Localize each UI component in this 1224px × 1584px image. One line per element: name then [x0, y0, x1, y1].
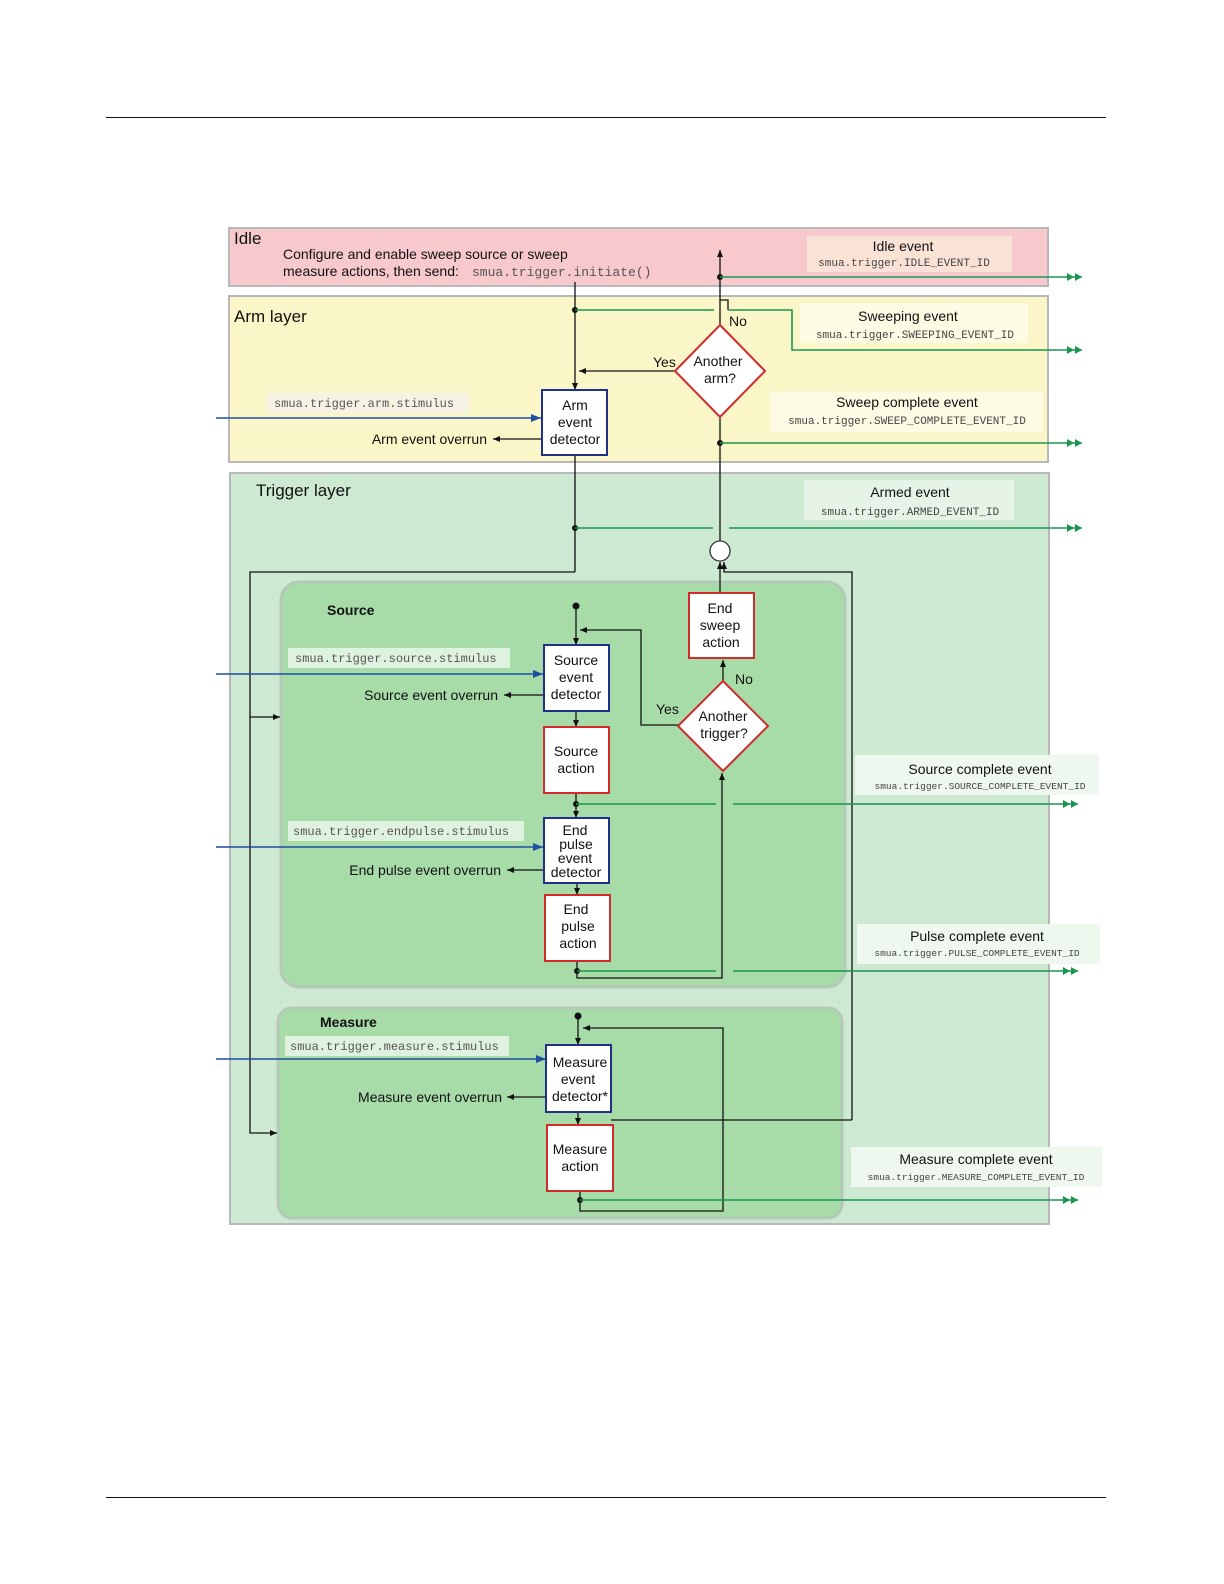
source-action [543, 726, 610, 794]
measure-stimulus-box [285, 1036, 509, 1056]
source-title: Source [327, 602, 375, 618]
idle-desc-line1: Configure and enable sweep source or swe… [283, 246, 568, 262]
arm-event-detector [541, 389, 608, 456]
sweeping-event-id: smua.trigger.SWEEPING_EVENT_ID [816, 330, 1014, 342]
source-complete-event-id: smua.trigger.SOURCE_COMPLETE_EVENT_ID [875, 781, 1086, 792]
measure-detector-line3: detector* [552, 1088, 609, 1104]
measure-overrun-label: Measure event overrun [358, 1089, 502, 1105]
idle-event-name: Idle event [873, 238, 934, 254]
trigger-decision-line1: Another [698, 708, 747, 724]
endpulse-detector-line4: detector [551, 864, 602, 880]
measure-detector-line1: Measure [553, 1054, 608, 1070]
source-event-detector [543, 644, 610, 712]
arm-stimulus-box [267, 393, 469, 413]
end-pulse-action [544, 894, 611, 962]
endpulse-action-line2: pulse [561, 918, 595, 934]
header-rule [106, 117, 1106, 118]
endpulse-action-line1: End [564, 901, 589, 917]
idle-event-box [807, 236, 1012, 272]
sweep-complete-event-box [770, 392, 1043, 432]
another-trigger-decision [676, 679, 770, 773]
source-detector-line2: event [559, 669, 593, 685]
measure-action-line1: Measure [553, 1141, 608, 1157]
source-detector-line3: detector [551, 686, 602, 702]
measure-complete-event-name: Measure complete event [899, 1151, 1052, 1167]
end-sweep-line3: action [702, 634, 739, 650]
measure-detector-line2: event [561, 1071, 595, 1087]
trigger-no-label: No [735, 671, 753, 687]
sweep-complete-event-name: Sweep complete event [836, 394, 978, 410]
endpulse-detector-line1: End [563, 822, 588, 838]
endpulse-stimulus-box [288, 821, 524, 841]
idle-desc-line2: measure actions, then send: [283, 263, 459, 279]
pulse-complete-event-id: smua.trigger.PULSE_COMPLETE_EVENT_ID [874, 948, 1080, 959]
footer-rule [106, 1497, 1106, 1498]
endpulse-stimulus-label: smua.trigger.endpulse.stimulus [293, 825, 509, 839]
source-detector-line1: Source [554, 652, 599, 668]
idle-title: Idle [234, 229, 261, 248]
endpulse-detector-line3: event [558, 850, 592, 866]
another-arm-decision [673, 323, 767, 419]
source-action-line1: Source [554, 743, 599, 759]
end-sweep-line2: sweep [700, 617, 741, 633]
source-stimulus-box [288, 648, 510, 668]
measure-stimulus-label: smua.trigger.measure.stimulus [290, 1040, 499, 1054]
arm-detector-line2: event [558, 414, 592, 430]
arm-no-label: No [729, 313, 747, 329]
idle-command: smua.trigger.initiate() [472, 265, 651, 280]
source-stimulus-label: smua.trigger.source.stimulus [295, 652, 497, 666]
sweep-complete-event-id: smua.trigger.SWEEP_COMPLETE_EVENT_ID [788, 416, 1026, 428]
trigger-decision-line2: trigger? [700, 725, 748, 741]
arm-decision-line1: Another [693, 353, 742, 369]
measure-action [546, 1124, 614, 1192]
arm-title: Arm layer [234, 307, 307, 326]
end-sweep-action [688, 592, 755, 659]
pulse-complete-event-name: Pulse complete event [910, 928, 1044, 944]
source-complete-event-box [855, 755, 1099, 795]
arm-yes-label: Yes [653, 354, 676, 370]
endpulse-overrun-label: End pulse event overrun [349, 862, 501, 878]
arm-stimulus-label: smua.trigger.arm.stimulus [274, 397, 454, 411]
pulse-complete-event-box [857, 924, 1100, 964]
source-overrun-label: Source event overrun [364, 687, 498, 703]
source-action-line2: action [557, 760, 594, 776]
sweep-junction [709, 540, 731, 562]
endpulse-detector-line2: pulse [559, 836, 593, 852]
armed-event-box [804, 480, 1014, 520]
measure-complete-event-id: smua.trigger.MEASURE_COMPLETE_EVENT_ID [868, 1172, 1085, 1183]
measure-complete-event-box [851, 1147, 1102, 1187]
armed-event-id: smua.trigger.ARMED_EVENT_ID [821, 507, 1000, 519]
end-pulse-event-detector [543, 817, 610, 884]
measure-action-line2: action [561, 1158, 598, 1174]
arm-overrun-label: Arm event overrun [372, 431, 487, 447]
trigger-yes-label: Yes [656, 701, 679, 717]
measure-title: Measure [320, 1014, 377, 1030]
end-sweep-line1: End [708, 600, 733, 616]
idle-event-id: smua.trigger.IDLE_EVENT_ID [818, 258, 990, 270]
arm-decision-line2: arm? [704, 370, 736, 386]
sweeping-event-box [800, 303, 1028, 343]
armed-event-name: Armed event [870, 484, 949, 500]
trigger-title: Trigger layer [256, 481, 351, 500]
arm-detector-line3: detector [550, 431, 601, 447]
arm-detector-line1: Arm [562, 397, 588, 413]
endpulse-action-line3: action [559, 935, 596, 951]
sweeping-event-name: Sweeping event [858, 308, 958, 324]
source-complete-event-name: Source complete event [908, 761, 1051, 777]
measure-event-detector [545, 1044, 612, 1113]
